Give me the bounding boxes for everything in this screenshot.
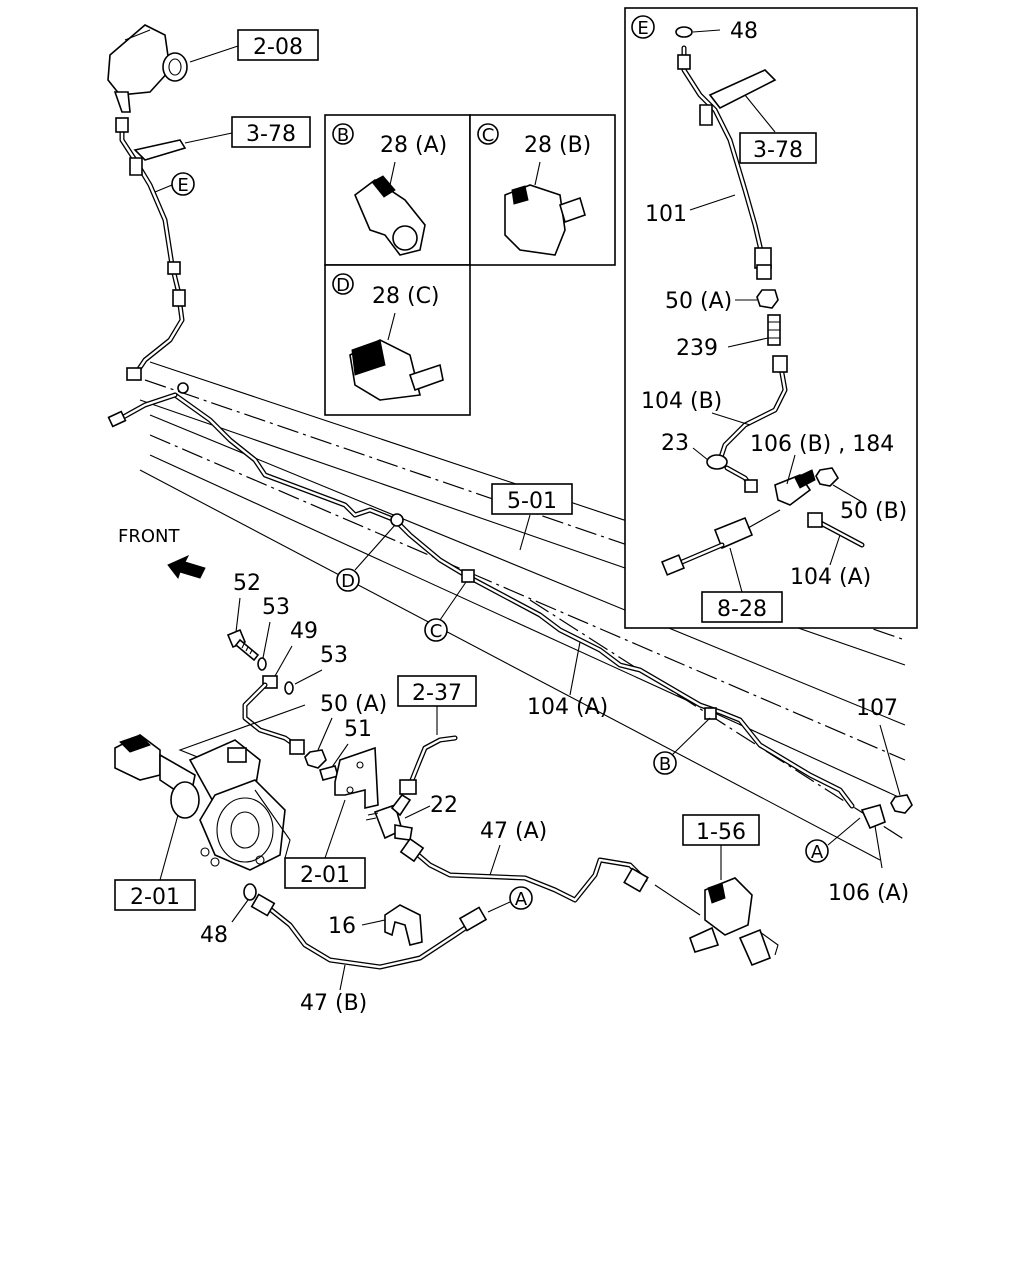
fitting-47b-left [250,893,276,917]
detail-label-50b: 50 (B) [840,499,907,524]
nut-107 [890,794,913,814]
callout-b [653,751,677,775]
label-53-upper: 53 [262,595,290,620]
inset-c-letter: C [482,125,495,146]
ref-box-bracket-lower [284,857,366,889]
callout-a-right-letter: A [811,842,824,863]
callout-a-lower [509,886,533,910]
label-47b: 47 (B) [300,991,367,1016]
label-104a: 104 (A) [527,695,608,720]
detail-e: E 48 3-78 101 50 (A) 239 104 (B) [624,7,918,629]
ref-box-hose [397,675,477,707]
ref-box-valve [682,814,760,846]
label-107: 107 [856,696,898,721]
detail-label-106b-184: 106 (B) , 184 [750,432,894,457]
master-cylinder [114,734,291,871]
fitting-47b-right [458,906,488,932]
detail-label-23: 23 [661,431,689,456]
detail-label-48: 48 [730,19,758,44]
ref-box-master [114,879,196,911]
callout-d-letter: D [341,571,355,592]
ref-hose: 2-37 [412,681,462,706]
ref-bracket-lower: 2-01 [300,863,350,888]
label-50a-lower: 50 (A) [320,692,387,717]
valve-1-56 [688,877,779,967]
label-47a: 47 (A) [480,819,547,844]
clip-16 [384,904,423,946]
callout-a-lower-letter: A [515,889,528,910]
inset-b: B 28 (A) [324,114,471,266]
frame-rail [139,361,906,861]
ref-frame: 5-01 [507,489,557,514]
fitting-47a-right [623,867,649,893]
detail-label-101: 101 [645,202,687,227]
inset-b-part: 28 (A) [380,133,447,158]
ref-reservoir: 2-08 [253,35,303,60]
frame-start-fittings [107,367,189,428]
label-106a: 106 (A) [828,881,909,906]
inset-c: C 28 (B) [469,114,616,266]
bracket-2-01 [334,746,379,810]
bolt-52 [226,628,260,662]
inset-b-letter: B [337,125,349,146]
ref-box-reservoir [237,29,319,61]
detail-ref-3-78: 3-78 [753,138,803,163]
label-22: 22 [430,793,458,818]
callout-a-right [805,839,829,863]
washer-53-lower [284,681,294,695]
ref-bracket-left: 3-78 [246,122,296,147]
callout-c [424,618,448,642]
tee-22 [365,793,413,841]
reservoir-pipe [115,117,186,378]
brake-pipe-104a [172,392,855,809]
fluid-reservoir [107,24,188,113]
ref-master: 2-01 [130,885,180,910]
callout-e [171,172,195,196]
callout-b-letter: B [659,754,671,775]
washer-48 [243,883,257,901]
fitting-pipe-end [289,739,305,755]
washer-53-upper [257,657,267,671]
junction-106a [860,804,886,830]
hose-fitting [399,779,417,795]
label-52: 52 [233,571,261,596]
front-label: FRONT [118,526,180,547]
detail-label-104a: 104 (A) [790,565,871,590]
callout-c-letter: C [430,621,443,642]
label-16: 16 [328,914,356,939]
ref-box-frame [491,483,573,515]
fitting-47a-left [399,837,425,863]
detail-e-letter: E [637,18,648,39]
label-53-lower: 53 [320,643,348,668]
inset-d-part: 28 (C) [372,284,440,309]
front-arrow-icon [167,554,206,580]
bracket-left [129,139,187,176]
label-49: 49 [290,619,318,644]
callout-d [336,568,360,592]
detail-label-104b: 104 (B) [641,389,722,414]
inset-d: D 28 (C) [324,264,471,416]
nut-50a [304,749,327,769]
label-51: 51 [344,717,372,742]
detail-label-50a: 50 (A) [665,289,732,314]
ref-valve: 1-56 [696,820,746,845]
label-48: 48 [200,923,228,948]
detail-ref-8-28: 8-28 [717,597,767,622]
detail-label-239: 239 [676,336,718,361]
inset-c-part: 28 (B) [524,133,591,158]
inset-d-letter: D [336,275,350,296]
callout-e-letter: E [177,175,188,196]
ref-box-bracket-left [231,116,311,148]
